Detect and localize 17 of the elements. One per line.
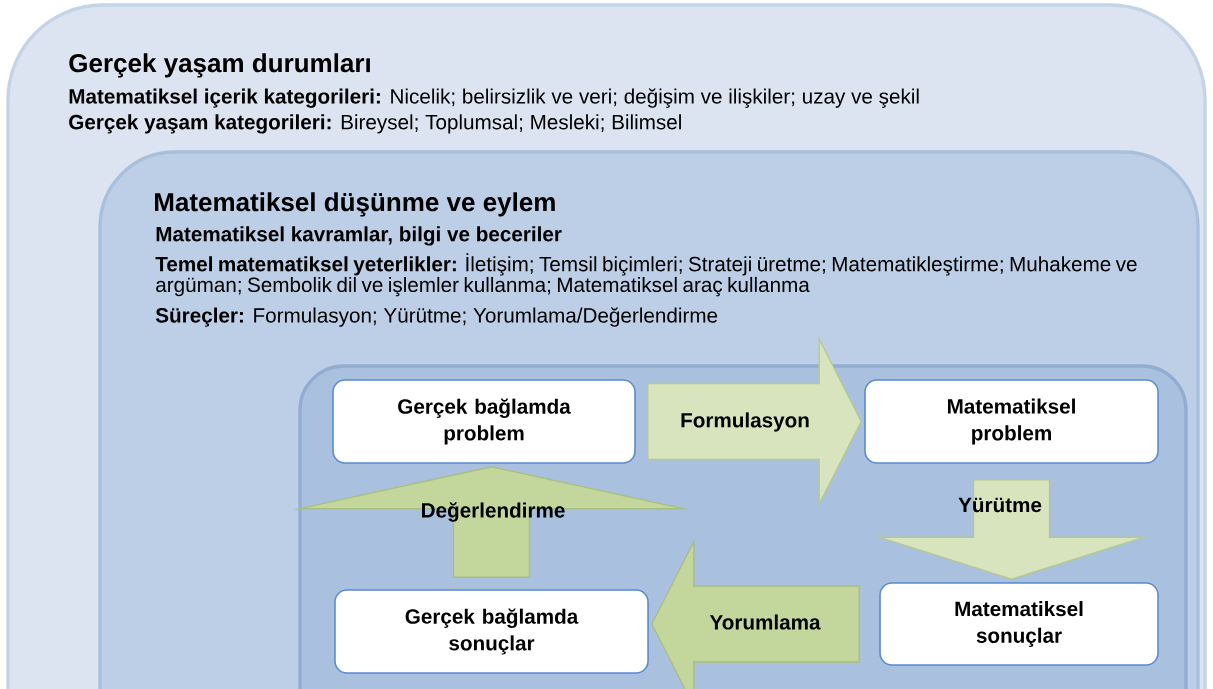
edge-label: Formulasyon — [681, 412, 809, 432]
heading: Gerçek yaşam durumları — [69, 53, 370, 78]
paragraph: Temel matematiksel yeterlikler: İletişim; Temsil biçimleri; Strateji üretme; Matematikleştirme; Muhakeme ve argüman; Sembolik dil ve işlemler kullanma; Matematiksel araç kullanma — [155, 253, 1137, 297]
text-line: Matematiksel içerik kategorileri: Nicelik; belirsizlik ve veri; değişim ve ilişkiler; uzay ve şekil — [69, 88, 919, 108]
text-line: Matematiksel kavramlar, bilgi ve beceriler — [156, 226, 562, 246]
process-box: Gerçek bağlamda problem — [332, 379, 636, 464]
edge-label: Değerlendirme — [422, 502, 565, 522]
block-arrow — [647, 336, 862, 507]
text-line: Süreçler: Formulasyon; Yürütme; Yorumlama/Değerlendirme — [155, 307, 718, 327]
text-line: Gerçek yaşam kategorileri: Bireysel; Toplumsal; Mesleki; Bilimsel — [69, 114, 681, 134]
block-arrow — [651, 538, 860, 689]
edge-label: Yorumlama — [709, 614, 821, 630]
heading: Matematiksel düşünme ve eylem — [155, 192, 555, 217]
process-box: Matematiksel sonuçlar — [879, 582, 1159, 666]
process-box: Matematiksel problem — [864, 379, 1159, 464]
edge-label: Yürütme — [958, 497, 1042, 513]
process-box: Gerçek bağlamda sonuçlar — [334, 589, 649, 674]
